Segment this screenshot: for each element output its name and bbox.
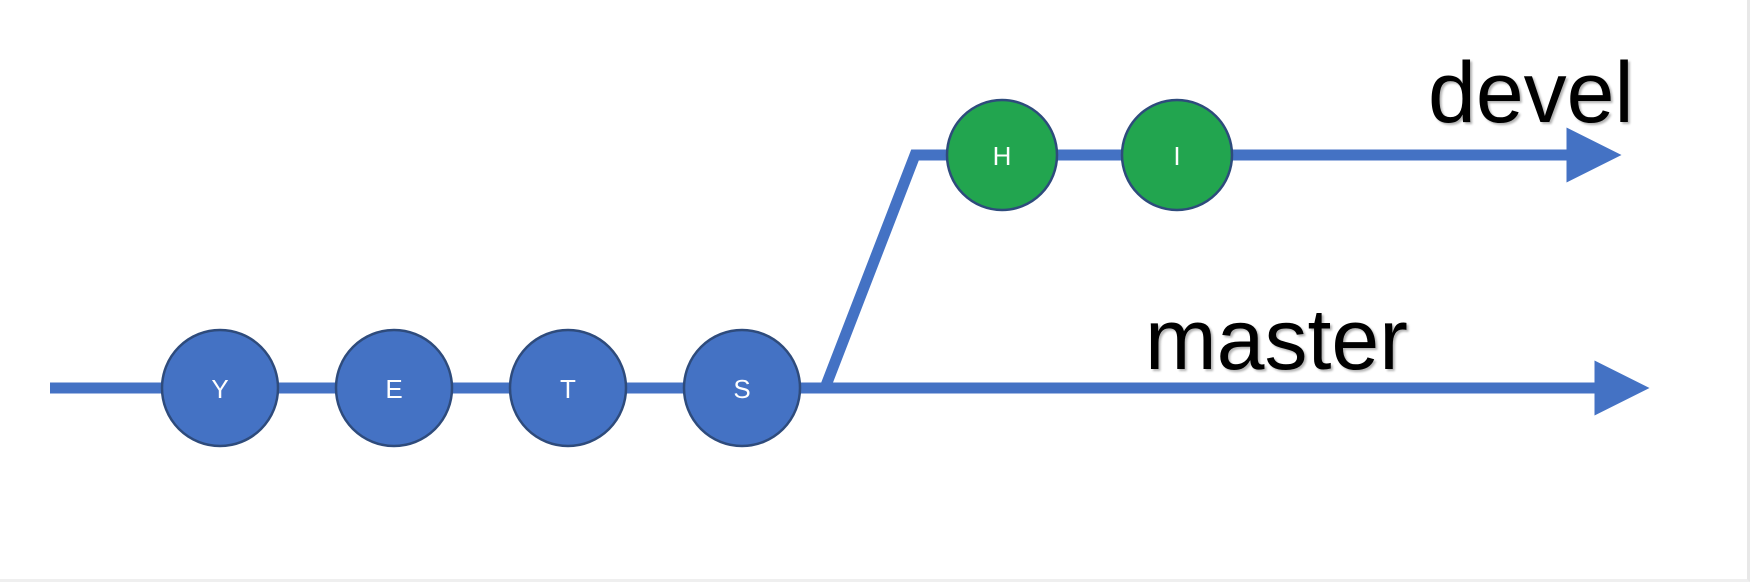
- commit-label-I: I: [1173, 141, 1180, 171]
- branch-label-devel: devel: [1428, 45, 1634, 141]
- commit-label-Y: Y: [211, 374, 228, 404]
- branch-label-master: master: [1145, 292, 1408, 388]
- commit-node-I[interactable]: I: [1120, 98, 1234, 212]
- commit-label-E: E: [385, 374, 402, 404]
- commit-label-S: S: [733, 374, 750, 404]
- devel-branch-line: [819, 127, 1622, 390]
- commit-node-Y[interactable]: Y: [160, 328, 280, 448]
- commit-label-H: H: [993, 141, 1012, 171]
- commit-label-T: T: [560, 374, 576, 404]
- commit-node-E[interactable]: E: [334, 328, 454, 448]
- commit-node-T[interactable]: T: [508, 328, 628, 448]
- commit-node-H[interactable]: H: [945, 98, 1059, 212]
- commit-node-S[interactable]: S: [682, 328, 802, 448]
